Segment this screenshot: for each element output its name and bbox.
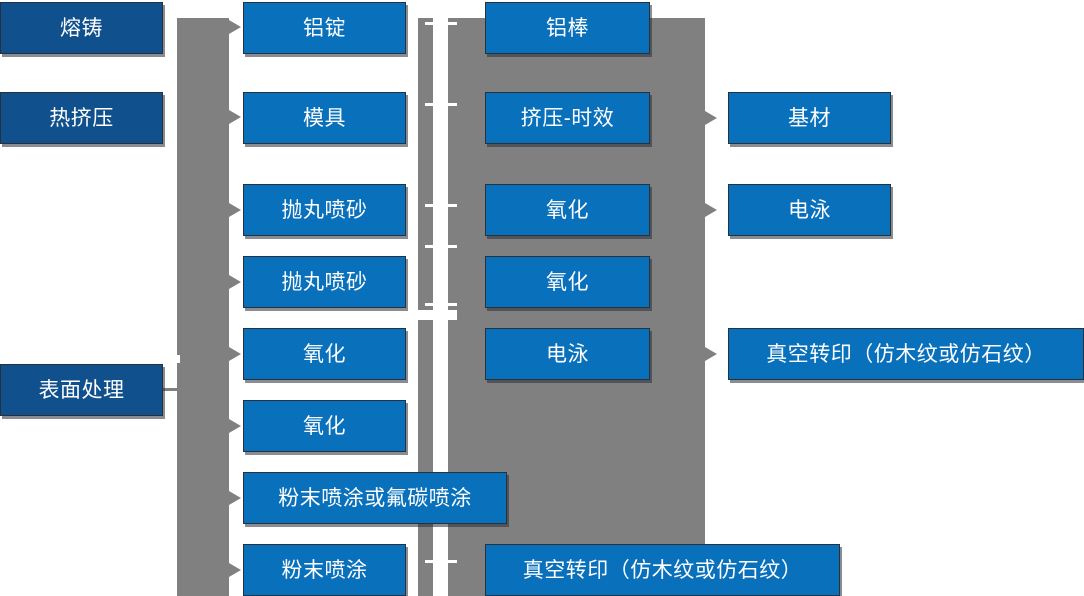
tie-line-1	[425, 22, 457, 25]
node-vacuum-transfer-printing-c3[interactable]: 真空转印（仿木纹或仿石纹）	[485, 544, 840, 596]
node-vacuum-transfer-printing-c4[interactable]: 真空转印（仿木纹或仿石纹）	[728, 328, 1084, 380]
stage-label: 熔铸	[60, 16, 103, 40]
arrow-to-c2-5	[229, 347, 241, 361]
node-mould[interactable]: 模具	[243, 92, 406, 144]
node-shot-blasting-2[interactable]: 抛丸喷砂	[243, 256, 406, 308]
node-label: 氧化	[546, 198, 589, 222]
arrow-to-c4-3	[705, 347, 717, 361]
connector-notch-left	[150, 355, 180, 363]
stage-label: 热挤压	[49, 106, 114, 130]
node-electrophoresis-c3[interactable]: 电泳	[485, 328, 650, 380]
arrow-to-c2-1	[229, 20, 241, 34]
connector-rail-column2	[418, 18, 433, 596]
tie-line-6	[418, 310, 457, 320]
arrow-to-c4-2	[705, 203, 717, 217]
node-electrophoresis-c4[interactable]: 电泳	[728, 184, 891, 236]
tie-line-3	[425, 204, 457, 207]
node-label: 氧化	[546, 270, 589, 294]
stage-node-surface-treatment[interactable]: 表面处理	[0, 364, 163, 416]
arrow-to-c2-2	[229, 110, 241, 124]
tie-line-7	[425, 560, 457, 563]
node-base-material[interactable]: 基材	[728, 92, 891, 144]
node-label: 氧化	[303, 342, 346, 366]
tie-line-4	[425, 245, 457, 248]
arrow-to-c2-4	[229, 275, 241, 289]
node-label: 粉末喷涂或氟碳喷涂	[278, 486, 472, 510]
node-aluminium-ingot[interactable]: 铝锭	[243, 2, 406, 54]
node-label: 基材	[788, 106, 831, 130]
arrow-to-c4-1	[705, 111, 717, 125]
arrow-to-c2-3	[229, 203, 241, 217]
stage-label: 表面处理	[38, 378, 125, 402]
node-label: 粉末喷涂	[281, 558, 368, 582]
node-label: 真空转印（仿木纹或仿石纹）	[766, 342, 1046, 366]
node-powder-coating[interactable]: 粉末喷涂	[243, 544, 406, 596]
node-label: 电泳	[788, 198, 831, 222]
tie-line-5	[425, 303, 457, 306]
arrow-to-c2-8	[229, 563, 241, 577]
arrow-to-c2-6	[229, 419, 241, 433]
node-oxidation-c3-2[interactable]: 氧化	[485, 256, 650, 308]
node-powder-or-fluorocarbon-coating[interactable]: 粉末喷涂或氟碳喷涂	[243, 472, 507, 524]
node-oxidation-c3-1[interactable]: 氧化	[485, 184, 650, 236]
node-shot-blasting-1[interactable]: 抛丸喷砂	[243, 184, 406, 236]
node-oxidation-c2-2[interactable]: 氧化	[243, 400, 406, 452]
node-label: 抛丸喷砂	[281, 198, 368, 222]
node-extrusion-aging[interactable]: 挤压-时效	[485, 92, 650, 144]
tie-line-2	[425, 103, 457, 106]
node-label: 电泳	[546, 342, 589, 366]
node-label: 氧化	[303, 414, 346, 438]
node-label: 抛丸喷砂	[281, 270, 368, 294]
node-label: 铝棒	[546, 16, 589, 40]
node-label: 模具	[303, 106, 346, 130]
node-label: 铝锭	[303, 16, 346, 40]
stage-node-melting-casting[interactable]: 熔铸	[0, 2, 163, 54]
node-oxidation-c2-1[interactable]: 氧化	[243, 328, 406, 380]
stage-node-hot-extrusion[interactable]: 热挤压	[0, 92, 163, 144]
node-aluminium-bar[interactable]: 铝棒	[485, 2, 650, 54]
node-label: 挤压-时效	[520, 106, 615, 130]
connector-stub-surface-treatment	[163, 388, 181, 391]
connector-trunk-stage-to-column2	[177, 18, 229, 596]
node-label: 真空转印（仿木纹或仿石纹）	[522, 558, 803, 582]
arrow-to-c2-7	[229, 491, 241, 505]
